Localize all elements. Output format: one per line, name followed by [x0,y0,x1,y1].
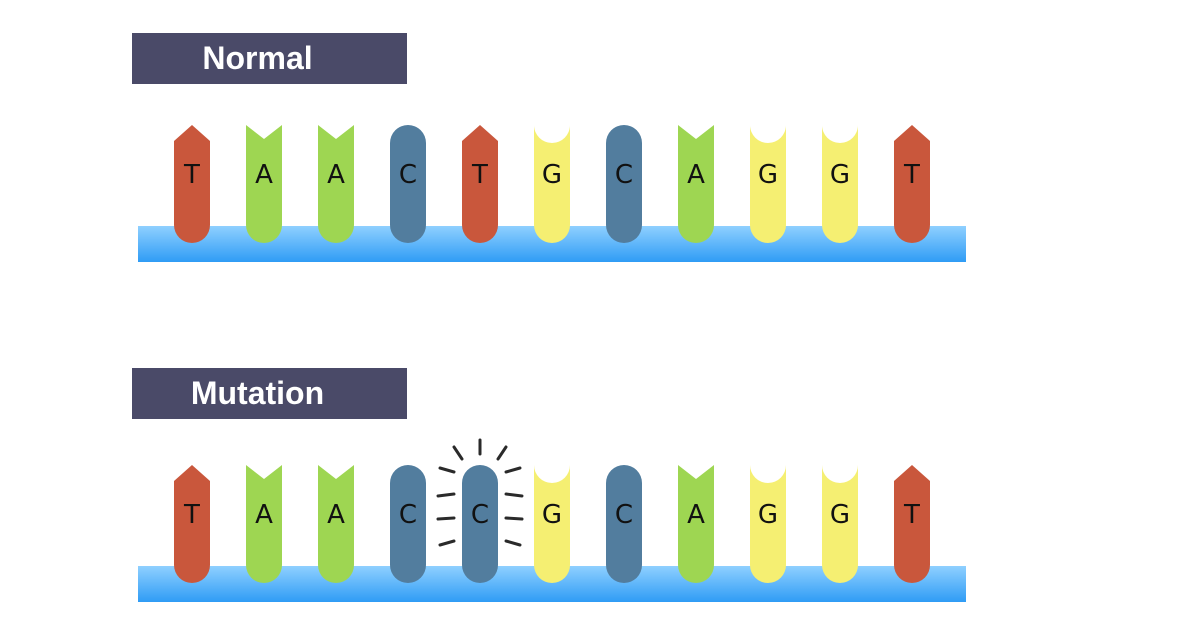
base-A-1: A [246,465,282,583]
burst-line [504,516,524,521]
base-A-7: A [678,125,714,243]
base-G-5: G [534,465,570,583]
base-shape [822,465,858,583]
burst-line [436,516,456,521]
base-G-9: G [822,125,858,243]
base-letter: T [471,160,488,190]
base-A-2: A [318,125,354,243]
base-T-0: T [174,465,210,583]
base-letter: T [903,160,920,190]
base-shape [174,125,210,243]
base-C-6: C [606,465,642,583]
base-letter: C [615,160,633,190]
normal-label: Normal [132,33,407,84]
base-letter: C [615,500,633,530]
burst-line [496,445,508,461]
base-shape [894,125,930,243]
base-letter: A [327,500,345,530]
base-shape [678,125,714,243]
base-letter: G [758,160,778,190]
base-shape [246,125,282,243]
base-letter: G [758,500,778,530]
burst-line [504,492,524,498]
mutation-title: Mutation [190,375,325,411]
base-letter: A [255,500,273,530]
base-C-3: C [390,465,426,583]
base-C-4: C [462,465,498,583]
base-A-2: A [318,465,354,583]
mutation-highlight-burst [436,438,524,547]
burst-line [504,539,522,547]
base-T-10: T [894,125,930,243]
base-G-8: G [750,125,786,243]
base-C-6: C [606,125,642,243]
base-shape [246,465,282,583]
burst-line [438,466,456,474]
base-G-5: G [534,125,570,243]
base-letter: T [183,500,200,530]
base-letter: A [687,160,705,190]
base-G-9: G [822,465,858,583]
base-shape [606,125,642,243]
base-letter: T [903,500,920,530]
base-shape [174,465,210,583]
base-C-3: C [390,125,426,243]
base-letter: G [830,160,850,190]
base-letter: A [687,500,705,530]
base-shape [822,125,858,243]
base-T-10: T [894,465,930,583]
base-G-8: G [750,465,786,583]
base-A-1: A [246,125,282,243]
burst-line [452,445,464,461]
base-shape [678,465,714,583]
base-shape [390,125,426,243]
base-shape [750,125,786,243]
burst-line [438,539,456,547]
base-T-0: T [174,125,210,243]
burst-line [436,492,456,498]
base-shape [462,125,498,243]
base-shape [318,465,354,583]
normal-title: Normal [202,40,313,76]
base-letter: G [542,160,562,190]
burst-line [504,466,522,474]
base-letter: G [542,500,562,530]
mutation-label: Mutation [132,368,407,419]
base-shape [534,465,570,583]
base-shape [390,465,426,583]
base-letter: C [471,500,489,530]
base-shape [462,465,498,583]
base-shape [894,465,930,583]
base-shape [606,465,642,583]
base-letter: C [399,160,417,190]
base-shape [318,125,354,243]
base-A-7: A [678,465,714,583]
base-letter: A [327,160,345,190]
base-shape [534,125,570,243]
base-letter: G [830,500,850,530]
base-letter: A [255,160,273,190]
base-shape [750,465,786,583]
base-letter: T [183,160,200,190]
base-letter: C [399,500,417,530]
base-T-4: T [462,125,498,243]
